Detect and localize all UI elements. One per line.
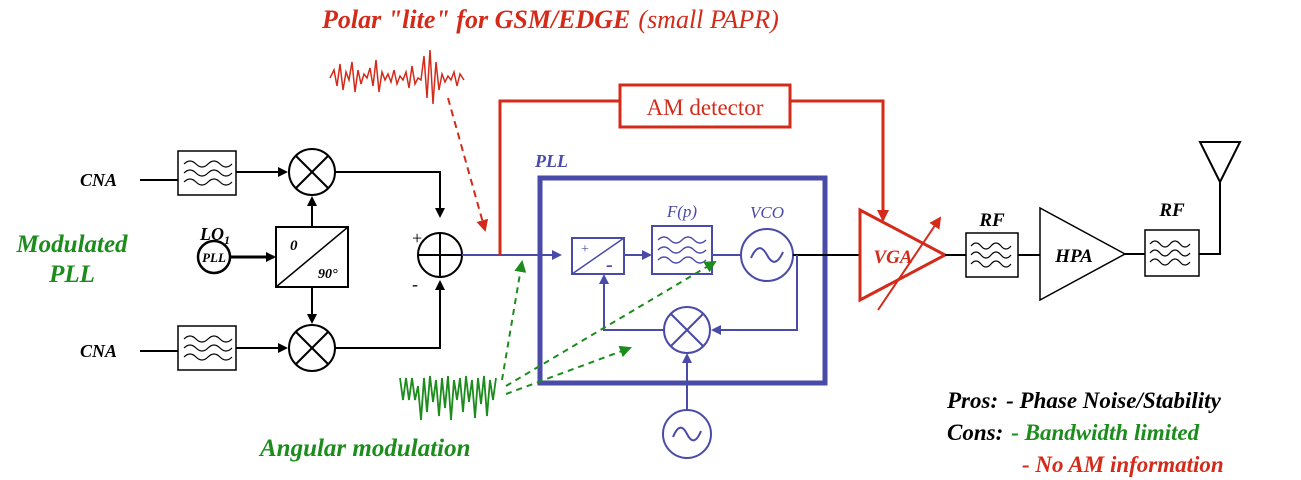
am-detector-block: AM detector	[618, 83, 792, 129]
mixer-to-pfd-line	[599, 274, 664, 331]
am-tap-line	[498, 99, 620, 255]
mixer-top-to-sum	[335, 171, 445, 218]
filter-top-icon	[177, 150, 237, 196]
rf2-to-antenna	[1199, 182, 1221, 255]
cons-line-2: - No AM information	[1022, 452, 1224, 477]
svg-text:VGA: VGA	[873, 247, 912, 268]
lo-pll-source-icon: PLL	[196, 239, 232, 275]
mixer-top-icon	[288, 148, 336, 196]
angular-injection-arrow-3	[505, 345, 632, 395]
summing-junction-icon	[417, 232, 463, 278]
diagram-title: Polar "lite" for GSM/EDGE(small PAPR)	[321, 5, 779, 34]
vga-amplifier-block: VGA	[858, 207, 949, 311]
rf-filter-1-icon	[965, 232, 1019, 278]
mixer-bottom-icon	[288, 324, 336, 372]
sum-minus-sign: -	[412, 274, 418, 294]
loop-filter-label: F(p)	[666, 202, 698, 221]
am-envelope-waveform	[329, 49, 465, 105]
am-injection-arrow	[447, 97, 489, 232]
svg-text:PLL: PLL	[202, 250, 226, 265]
svg-text:0: 0	[290, 238, 298, 254]
filter-bottom-icon	[177, 325, 237, 371]
svg-text:-: -	[606, 254, 613, 276]
cna-bottom-label: CNA	[80, 341, 117, 361]
vco-label: VCO	[750, 203, 784, 222]
lo-label: LO1	[199, 224, 230, 247]
svg-text:+: +	[581, 242, 589, 257]
modulated-pll-label-line1: Modulated	[15, 231, 128, 258]
cna-top-label: CNA	[80, 170, 117, 190]
rf-filter-2-icon	[1144, 229, 1200, 277]
angular-modulation-waveform	[399, 375, 497, 421]
cons-line: Cons:- Bandwidth limited	[947, 420, 1200, 445]
angular-injection-arrow-2	[505, 260, 717, 387]
svg-text:AM detector: AM detector	[647, 95, 764, 120]
reference-oscillator-icon	[662, 409, 712, 459]
pros-line: Pros:- Phase Noise/Stability	[946, 388, 1222, 413]
antenna-icon	[1198, 141, 1242, 185]
vco-oscillator-icon	[740, 228, 794, 282]
phase-detector-block: + -	[571, 237, 625, 276]
angular-injection-arrow-1	[501, 260, 527, 381]
hpa-amplifier-block: HPA	[1039, 206, 1127, 302]
modulated-pll-label-line2: PLL	[48, 261, 95, 288]
loop-filter-icon	[651, 225, 713, 275]
angular-modulation-label: Angular modulation	[258, 435, 471, 462]
vco-feedback-line	[711, 255, 798, 335]
rf1-label: RF	[978, 210, 1005, 231]
am-detector-to-vga	[790, 99, 889, 222]
pll-box-label: PLL	[534, 151, 568, 171]
sum-plus-sign: +	[412, 228, 422, 248]
feedback-mixer-icon	[663, 306, 711, 354]
pll-box	[537, 175, 828, 386]
svg-text:90°: 90°	[318, 267, 338, 282]
phase-splitter-block: 0 90°	[275, 226, 349, 288]
svg-text:HPA: HPA	[1054, 246, 1093, 267]
rf2-label: RF	[1158, 200, 1185, 221]
mixer-bottom-to-sum	[335, 280, 445, 349]
